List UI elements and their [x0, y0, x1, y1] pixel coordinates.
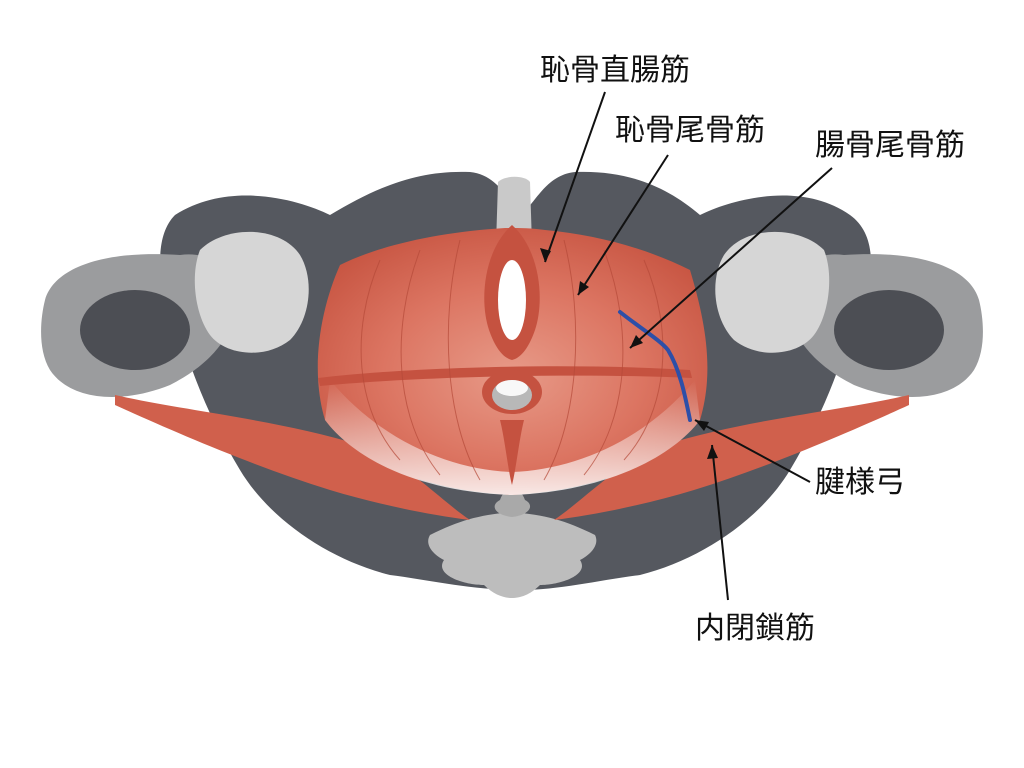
leader-tendinous-arch	[694, 419, 811, 483]
label-puborectalis: 恥骨直腸筋	[540, 53, 690, 88]
right-femoral-head	[715, 231, 830, 353]
left-lateral-band	[115, 395, 470, 520]
right-lateral-band	[554, 395, 909, 520]
right-obturator-foramen	[834, 290, 944, 370]
arrowhead-iliococcygeus	[630, 335, 643, 348]
pelvic-muscles	[115, 225, 909, 520]
levator-fade	[325, 380, 700, 495]
label-pubococcygeus: 恥骨尾骨筋	[615, 113, 765, 148]
muscle-fibers	[360, 239, 664, 481]
label-iliococcygeus: 腸骨尾骨筋	[815, 128, 965, 163]
leader-obturator-internus	[711, 444, 729, 601]
labels: 恥骨直腸筋 恥骨尾骨筋 腸骨尾骨筋 腱様弓 内閉鎖筋	[540, 53, 965, 646]
leader-iliococcygeus	[629, 167, 833, 349]
leader-puborectalis	[544, 91, 606, 263]
coccyx	[428, 512, 597, 598]
arrowhead-obturator-internus	[707, 445, 718, 459]
median-raphe	[500, 420, 524, 485]
left-femoral-head	[194, 231, 309, 353]
tendinous-arch-line	[618, 310, 692, 422]
left-obturator-foramen	[80, 290, 190, 370]
urethral-hiatus	[498, 260, 526, 340]
arrowhead-tendinous-arch	[695, 420, 709, 431]
leader-pubococcygeus	[577, 154, 669, 296]
leader-lines	[540, 91, 833, 601]
sacrum-top	[496, 176, 532, 245]
coccyx-tip	[494, 488, 531, 517]
anal-hiatus-highlight	[496, 380, 528, 396]
label-tendinous-arch: 腱様弓	[815, 465, 905, 500]
arrowhead-pubococcygeus	[578, 281, 589, 295]
label-obturator-internus: 内閉鎖筋	[695, 611, 815, 646]
arrowhead-puborectalis	[540, 248, 551, 262]
